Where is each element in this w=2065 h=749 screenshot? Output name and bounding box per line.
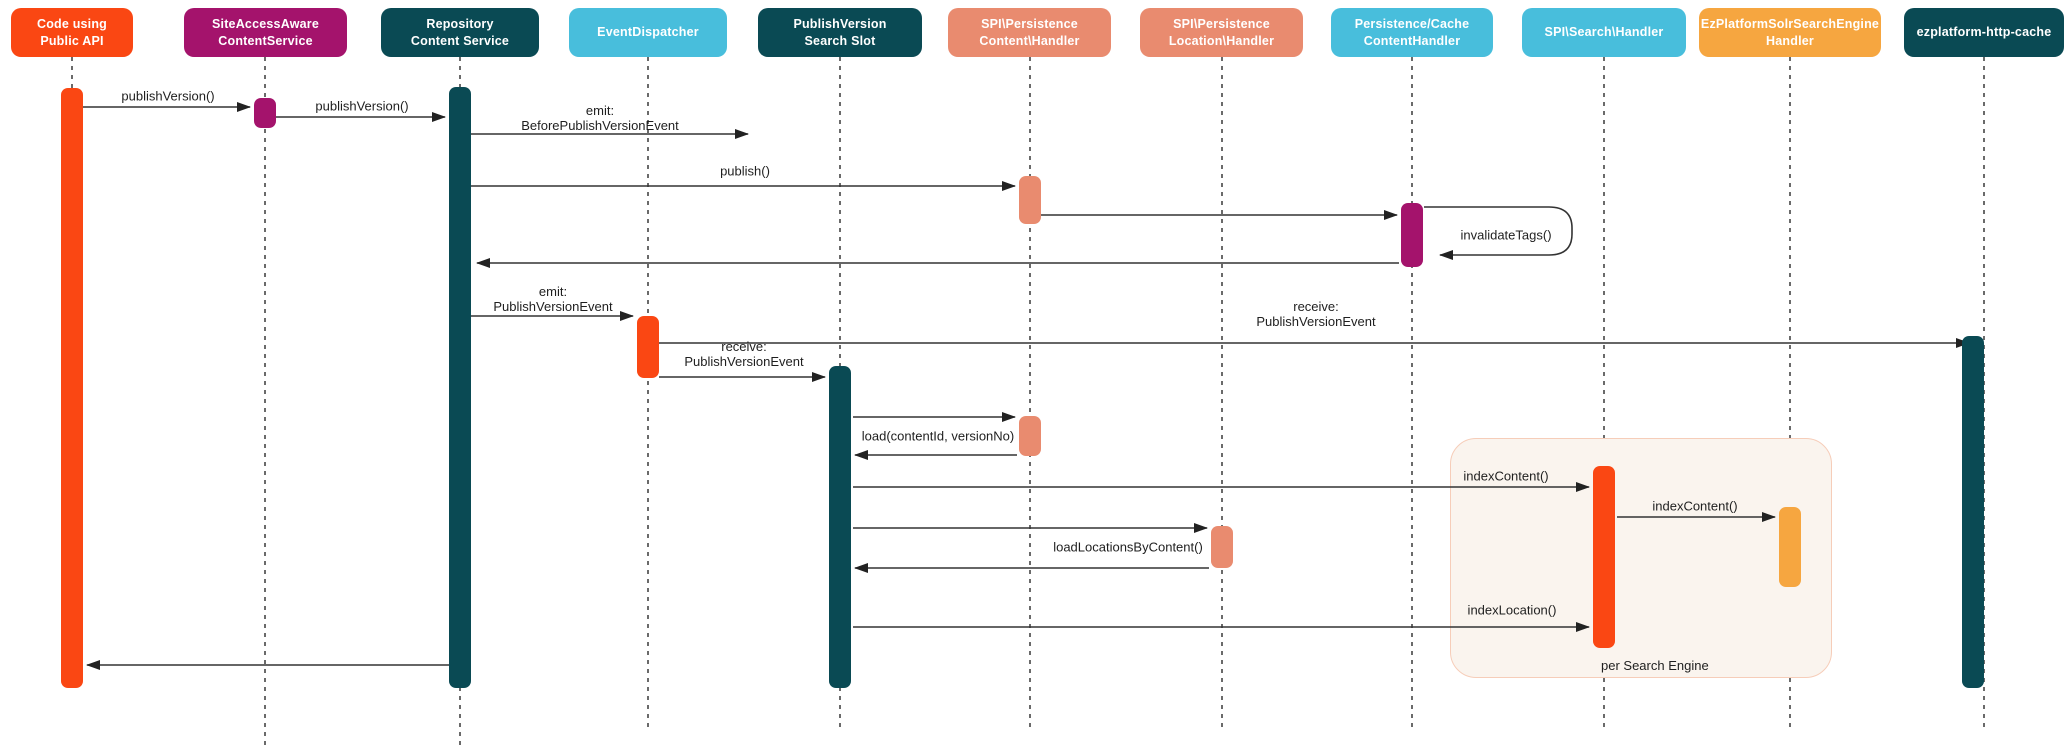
participant-label: SPI\Search\Handler xyxy=(1544,25,1664,40)
participant-code-using-public-api: Code using Public API xyxy=(11,8,133,57)
activation-siteaccessaware-contentservice xyxy=(254,98,276,128)
participant-spi-persistence-location-handler: SPI\Persistence Location\Handler xyxy=(1140,8,1303,57)
activation-event-dispatcher xyxy=(637,316,659,378)
participant-label: SPI\Persistence xyxy=(981,17,1078,31)
participant-label: Search Slot xyxy=(804,33,876,48)
per-search-engine-frame xyxy=(1450,438,1832,678)
participant-label: ContentHandler xyxy=(1363,33,1461,48)
participant-persistence-cache-contenthandler: Persistence/Cache ContentHandler xyxy=(1331,8,1493,57)
activation-spi-location-handler xyxy=(1211,526,1233,568)
label-emit-before-publish: emit: BeforePublishVersionEvent xyxy=(521,103,679,133)
label-index-content-2: indexContent() xyxy=(1652,498,1738,514)
participant-label: ContentService xyxy=(218,33,313,48)
participant-spi-persistence-content-handler: SPI\Persistence Content\Handler xyxy=(948,8,1111,57)
activation-spi-search-handler xyxy=(1593,466,1615,648)
activation-code-using-public-api xyxy=(61,88,83,688)
label-load-locations: loadLocationsByContent() xyxy=(1053,539,1203,555)
per-search-engine-frame-label: per Search Engine xyxy=(1601,658,1709,673)
label-receive-http-cache: receive: PublishVersionEvent xyxy=(1256,299,1376,329)
participant-siteaccessaware-contentservice: SiteAccessAware ContentService xyxy=(184,8,347,57)
participant-ezplatformsolrsearchengine-handler: EzPlatformSolrSearchEngine Handler xyxy=(1699,8,1881,57)
participant-label: Repository xyxy=(426,17,494,31)
participant-label: Public API xyxy=(40,33,104,48)
label-invalidate-tags: invalidateTags() xyxy=(1460,227,1552,243)
participant-label: ezplatform-http-cache xyxy=(1916,25,2052,40)
participant-label: Content Service xyxy=(410,33,510,48)
activation-ezplatform-http-cache xyxy=(1962,336,1984,688)
label-emit-publish-event: emit: PublishVersionEvent xyxy=(493,284,613,314)
participant-ezplatform-http-cache: ezplatform-http-cache xyxy=(1904,8,2064,57)
participant-label: Code using xyxy=(36,17,108,31)
label-index-location: indexLocation() xyxy=(1467,602,1557,618)
participant-label: Location\Handler xyxy=(1168,33,1275,48)
participant-label: PublishVersion xyxy=(793,17,887,31)
label-publish-version-2: publishVersion() xyxy=(315,98,409,114)
participant-repository-content-service: Repository Content Service xyxy=(381,8,539,57)
activation-solr-search-engine-handler xyxy=(1779,507,1801,587)
label-publish: publish() xyxy=(720,163,770,179)
activation-repository-content-service xyxy=(449,87,471,688)
participant-label: EzPlatformSolrSearchEngine xyxy=(1700,17,1880,31)
activation-persistence-cache-contenthandler xyxy=(1401,203,1423,267)
label-receive-search-slot: receive: PublishVersionEvent xyxy=(684,339,804,369)
participant-spi-search-handler: SPI\Search\Handler xyxy=(1522,8,1686,57)
participant-event-dispatcher: EventDispatcher xyxy=(569,8,727,57)
label-index-content-1: indexContent() xyxy=(1463,468,1549,484)
activation-spi-content-handler-publish xyxy=(1019,176,1041,224)
label-load-content: load(contentId, versionNo) xyxy=(861,428,1015,444)
participant-publishversion-search-slot: PublishVersion Search Slot xyxy=(758,8,922,57)
participant-label: SPI\Persistence xyxy=(1173,17,1270,31)
participant-label: Content\Handler xyxy=(979,33,1080,48)
participant-label: Persistence/Cache xyxy=(1354,17,1470,31)
participant-label: EventDispatcher xyxy=(597,25,699,40)
label-publish-version-1: publishVersion() xyxy=(121,88,215,104)
activation-spi-content-handler-load xyxy=(1019,416,1041,456)
participant-label: Handler xyxy=(1766,33,1814,48)
participant-label: SiteAccessAware xyxy=(211,17,319,31)
activation-publishversion-search-slot xyxy=(829,366,851,688)
